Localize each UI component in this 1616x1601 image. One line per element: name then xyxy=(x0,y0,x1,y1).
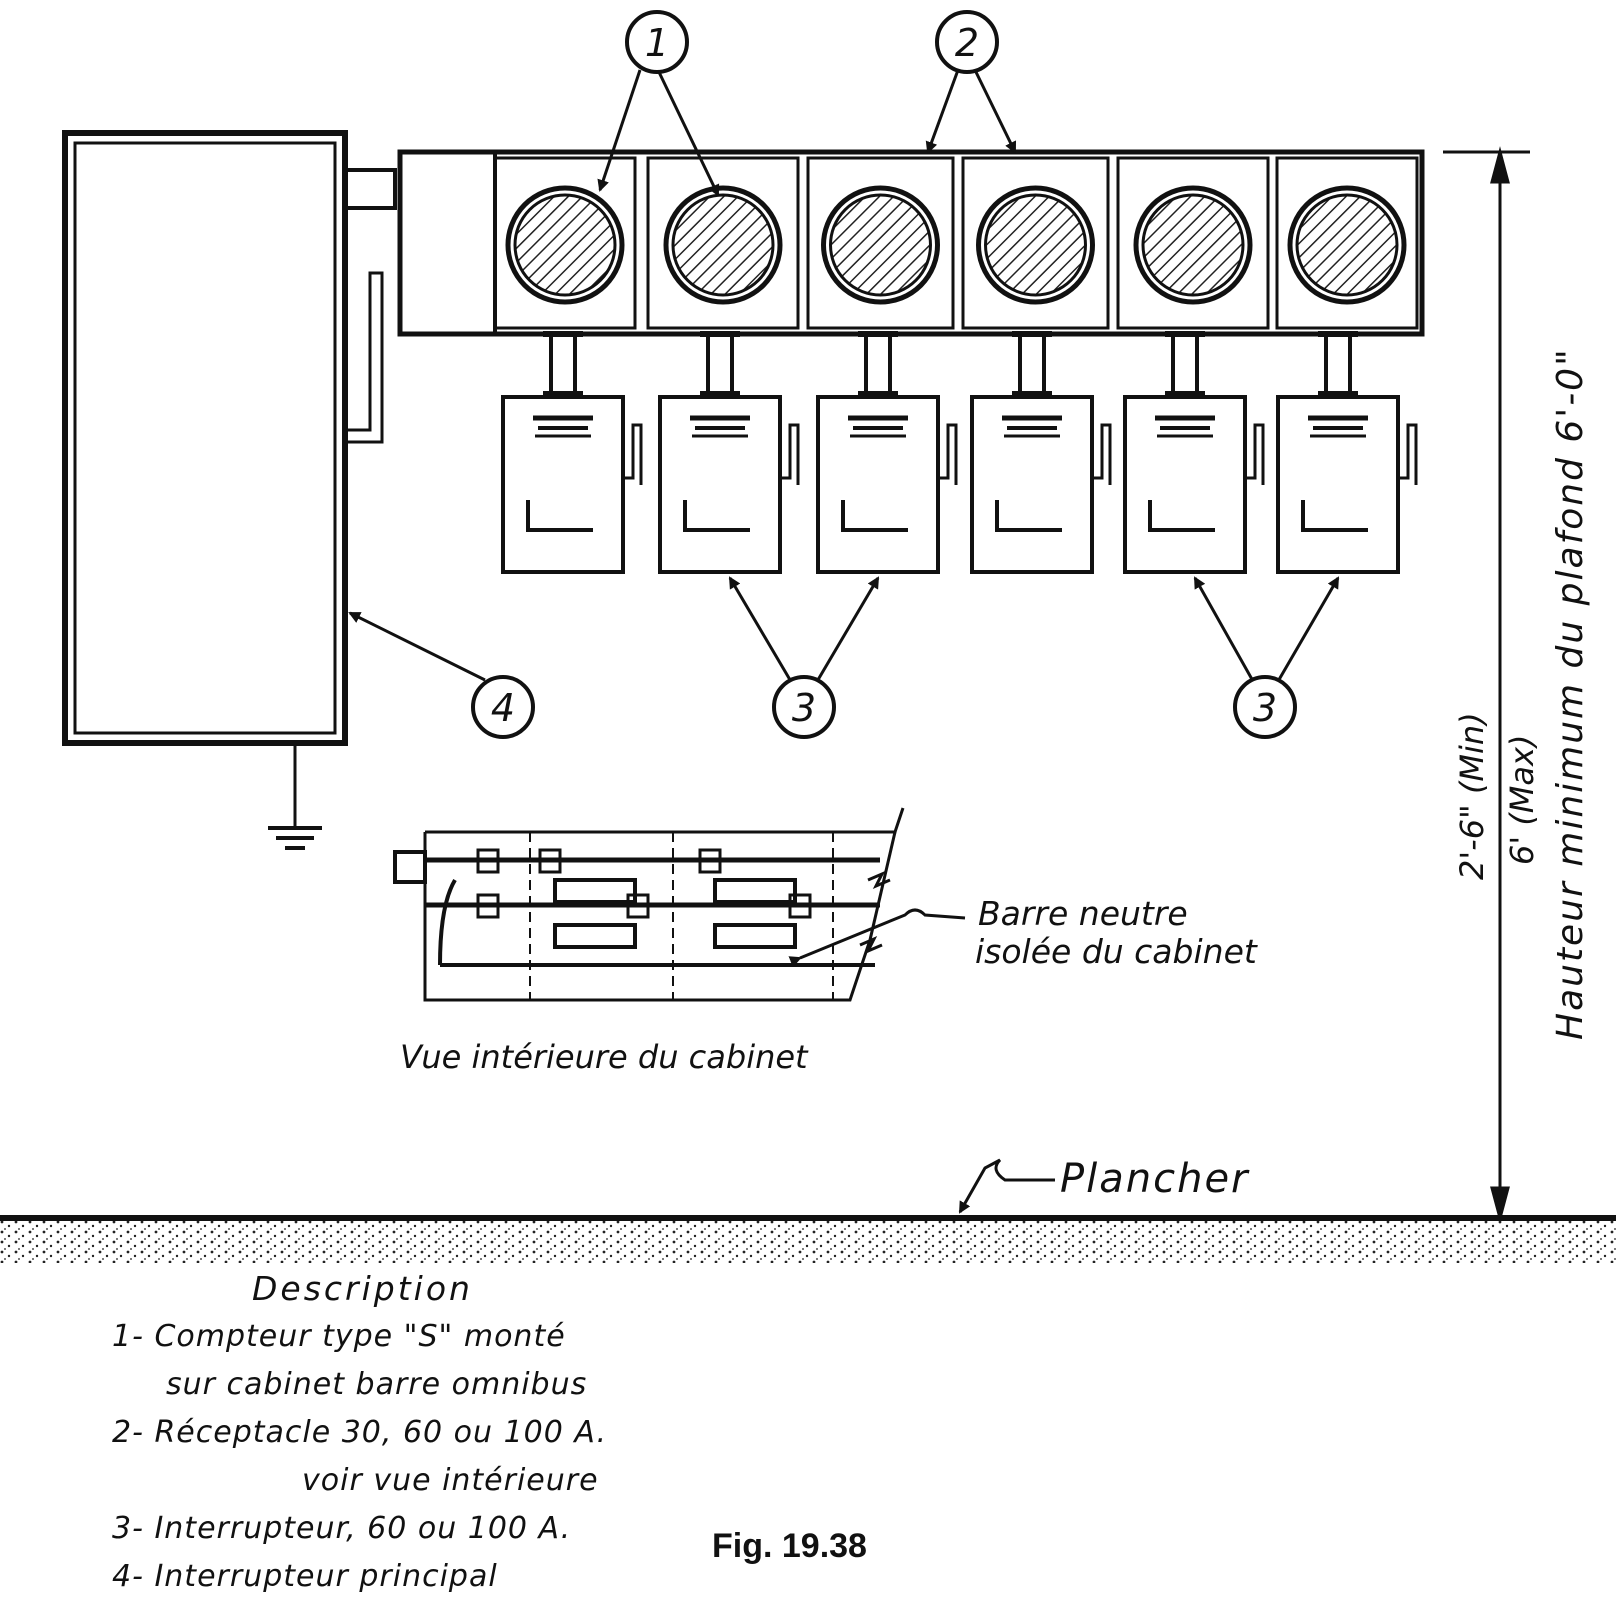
height-min-label: 2'-6" (Min) xyxy=(1453,712,1491,880)
callout-3-left: 3 xyxy=(772,675,836,739)
meter-icon xyxy=(505,185,625,305)
switch-handle xyxy=(780,423,800,485)
svg-text:3: 3 xyxy=(792,686,816,730)
interior-view-caption: Vue intérieure du cabinet xyxy=(400,1038,809,1076)
meter-icon xyxy=(976,185,1095,305)
ceiling-height-label: Hauteur minimum du plafond 6'-0" xyxy=(1550,347,1591,1040)
interior-view xyxy=(393,807,966,1002)
neutral-bar-label-1: Barre neutre xyxy=(978,894,1188,933)
legend-item-1-cont: sur cabinet barre omnibus xyxy=(166,1367,588,1402)
meter-icon xyxy=(1287,185,1407,305)
figure-number: Fig. 19.38 xyxy=(712,1527,867,1565)
disconnect-switch xyxy=(970,331,1112,574)
svg-text:3: 3 xyxy=(1253,686,1277,730)
ground-icon xyxy=(268,826,322,850)
main-switch-cabinet xyxy=(62,130,397,850)
disconnect-switch xyxy=(1123,331,1265,574)
legend-item-3: 3- Interrupteur, 60 ou 100 A. xyxy=(112,1511,572,1546)
meter-row xyxy=(493,156,1419,330)
disconnect-switch xyxy=(1276,331,1418,574)
switch-handle xyxy=(1245,423,1265,485)
svg-text:1: 1 xyxy=(645,21,669,65)
legend-item-1: 1- Compteur type "S" monté xyxy=(112,1319,566,1354)
switch-handle xyxy=(1092,423,1112,485)
height-dimension xyxy=(1443,146,1530,1224)
legend-title: Description xyxy=(252,1269,473,1308)
height-max-label: 6' (Max) xyxy=(1503,735,1541,865)
svg-text:2: 2 xyxy=(955,21,979,65)
meter-icon xyxy=(663,185,783,305)
meter-icon xyxy=(1133,185,1253,305)
switch-handle xyxy=(623,423,643,485)
disconnect-switch xyxy=(501,331,643,574)
callout-arrows xyxy=(348,69,1340,691)
switch-row xyxy=(501,331,1418,574)
legend-item-4: 4- Interrupteur principal xyxy=(112,1559,498,1594)
main-switch-handle xyxy=(345,271,384,444)
meter-icon xyxy=(821,185,940,305)
switch-handle xyxy=(938,423,958,485)
svg-text:4: 4 xyxy=(491,686,515,730)
callout-1: 1 xyxy=(625,10,689,74)
connector-nipple xyxy=(343,168,397,210)
legend-item-2: 2- Réceptacle 30, 60 ou 100 A. xyxy=(112,1415,607,1450)
callout-3-right: 3 xyxy=(1233,675,1297,739)
disconnect-switch xyxy=(658,331,800,574)
meter-module xyxy=(493,156,637,330)
legend-item-2-cont: voir vue intérieure xyxy=(302,1463,599,1498)
disconnect-switch xyxy=(816,331,958,574)
legend: Description 1- Compteur type "S" monté s… xyxy=(112,1265,607,1601)
callout-4: 4 xyxy=(471,675,535,739)
floor-label: Plancher xyxy=(1060,1156,1250,1202)
meter-module xyxy=(646,156,800,330)
callout-2: 2 xyxy=(935,10,999,74)
meter-module xyxy=(806,156,955,330)
floor xyxy=(0,1158,1616,1263)
switch-handle xyxy=(1398,423,1418,485)
meter-module xyxy=(961,156,1110,330)
meter-module xyxy=(1116,156,1270,330)
neutral-bar-label-2: isolée du cabinet xyxy=(975,932,1258,971)
meter-module xyxy=(1275,156,1419,330)
